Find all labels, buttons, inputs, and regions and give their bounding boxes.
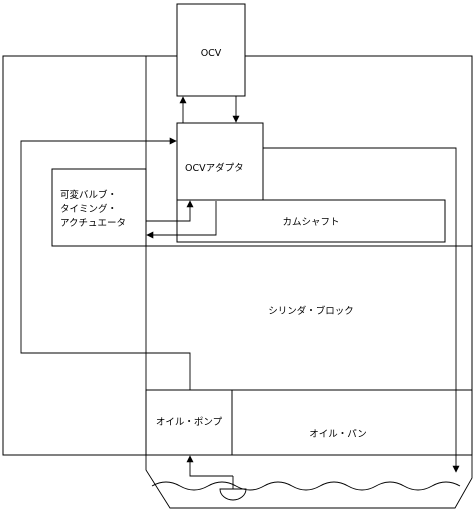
- camshaft-box: [176, 199, 446, 243]
- engine-outline: [2, 55, 473, 456]
- ocv-box: [176, 3, 246, 97]
- oil-strainer: [219, 488, 247, 501]
- ocv-adapter-label: OCVアダプタ: [185, 162, 244, 174]
- vvt-actuator-label-3: アクチュエータ: [60, 218, 126, 229]
- vvt-actuator-box: [51, 168, 147, 247]
- flow-strainer-to-pump: [186, 455, 233, 477]
- vvt-actuator-label-1: 可変バルブ・: [60, 189, 117, 201]
- oil-pump-label: オイル・ポンプ: [156, 417, 223, 428]
- oil-level-wave: [151, 481, 461, 491]
- vvt-actuator-label-2: タイミング・: [60, 203, 117, 215]
- ocv-adapter-box: [176, 122, 264, 201]
- oil-pan-sump: [145, 455, 473, 509]
- ocv-label: OCV: [201, 48, 222, 59]
- flow-drain-to-pan: [263, 147, 460, 473]
- oil-pump-box: [145, 389, 233, 456]
- camshaft-label: カムシャフト: [282, 217, 339, 228]
- oil-pan-label: オイル・パン: [309, 429, 366, 440]
- flow-adapter-to-actuator: [146, 201, 217, 239]
- flow-pump-to-adapter: [20, 137, 191, 390]
- flow-actuator-to-adapter: [146, 200, 194, 222]
- cylinder-block-label: シリンダ・ブロック: [268, 305, 354, 317]
